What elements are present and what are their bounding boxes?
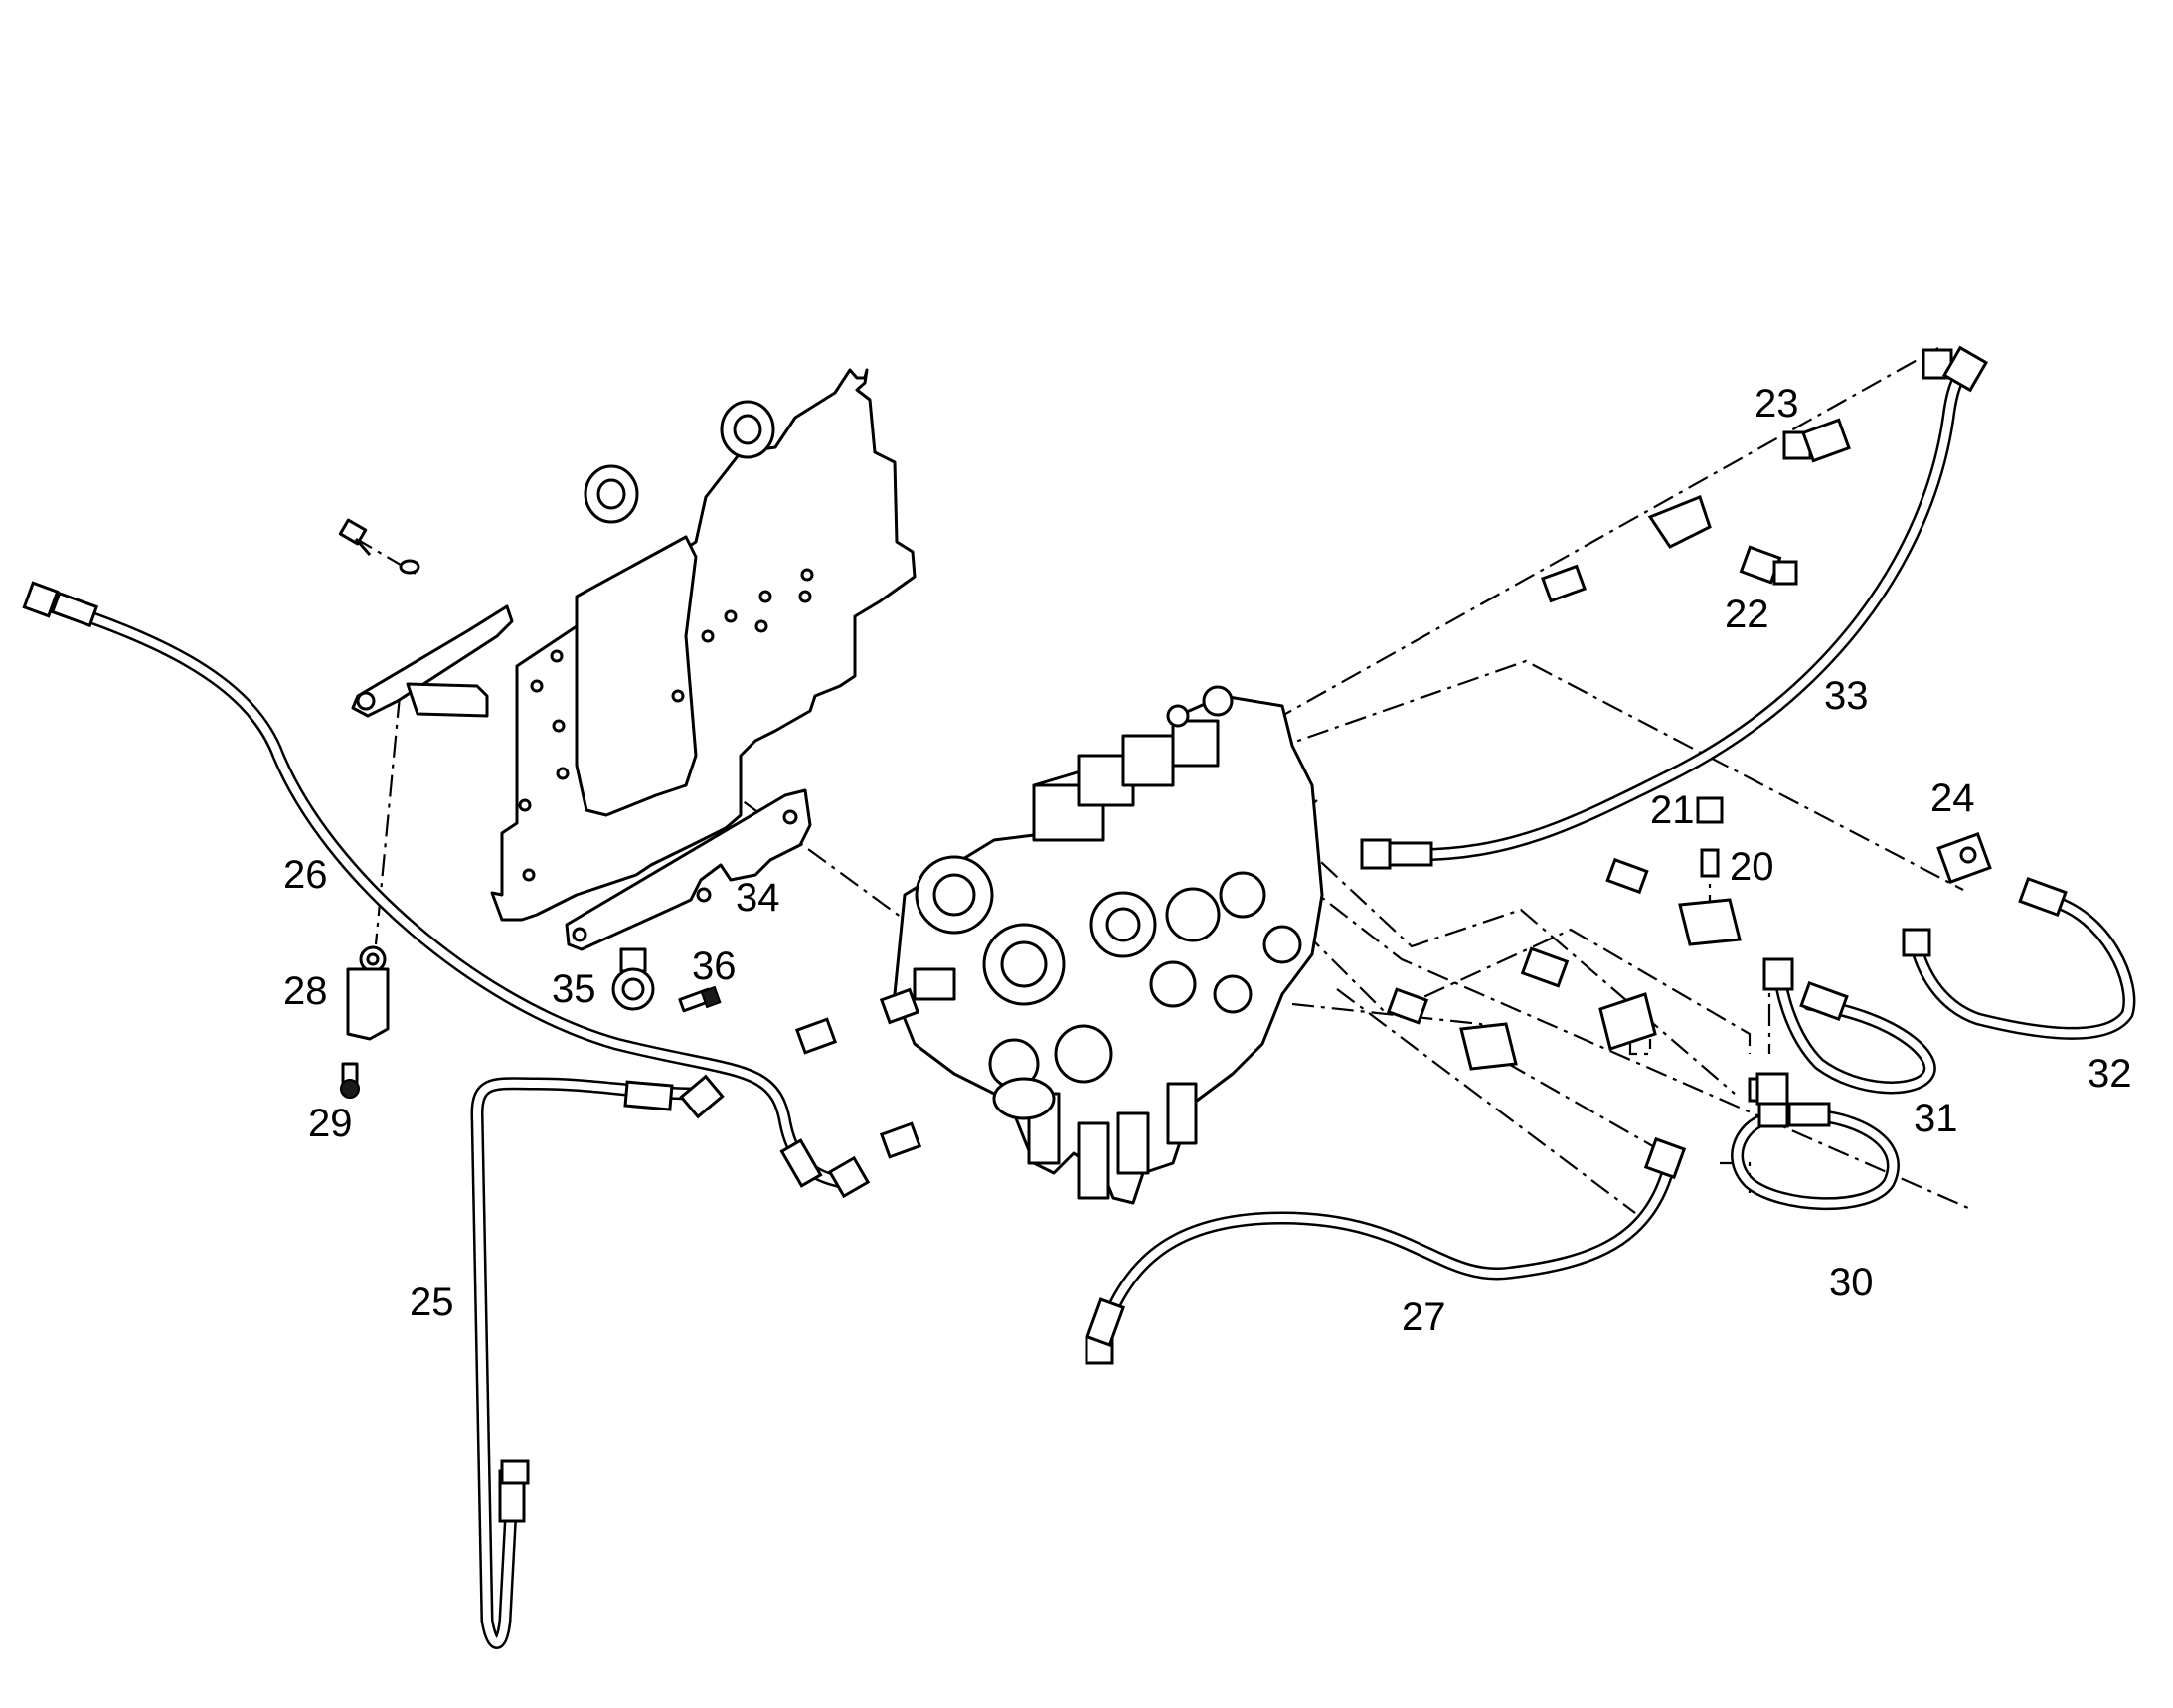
hose-26 <box>22 581 871 1199</box>
callout-22: 22 <box>1725 593 1769 636</box>
callout-31: 31 <box>1914 1097 1958 1140</box>
callout-35: 35 <box>552 967 596 1011</box>
hose-33 <box>1360 345 1989 870</box>
callout-36: 36 <box>692 944 737 988</box>
control-valve-block <box>893 685 1324 1205</box>
clamp-block-28 <box>346 945 390 1041</box>
callout-20: 20 <box>1730 845 1774 889</box>
fittings <box>794 418 1992 1159</box>
callout-27: 27 <box>1402 1295 1446 1339</box>
callout-32: 32 <box>2088 1052 2132 1096</box>
bracket-arm <box>351 604 514 718</box>
callout-21: 21 <box>1650 788 1695 832</box>
mounting-plate <box>490 368 917 922</box>
bolt-washer <box>338 518 420 575</box>
callout-30: 30 <box>1829 1261 1874 1304</box>
clamp-35 <box>611 947 655 1011</box>
callout-26: 26 <box>283 853 328 897</box>
callout-24: 24 <box>1930 776 1975 820</box>
callout-28: 28 <box>283 969 328 1013</box>
screw-36 <box>678 985 722 1013</box>
hose-30 <box>1731 1097 1900 1211</box>
callout-33: 33 <box>1824 674 1869 718</box>
callout-23: 23 <box>1755 382 1799 426</box>
hose-25 <box>470 1074 725 1649</box>
callout-25: 25 <box>410 1281 454 1324</box>
support-bar-34 <box>565 788 812 951</box>
hose-32 <box>1902 876 2136 1040</box>
callout-34: 34 <box>736 876 780 920</box>
hose-27 <box>1085 1136 1687 1365</box>
hose-31 <box>1762 957 1936 1095</box>
screw-29 <box>340 1062 360 1099</box>
callout-29: 29 <box>308 1102 353 1145</box>
